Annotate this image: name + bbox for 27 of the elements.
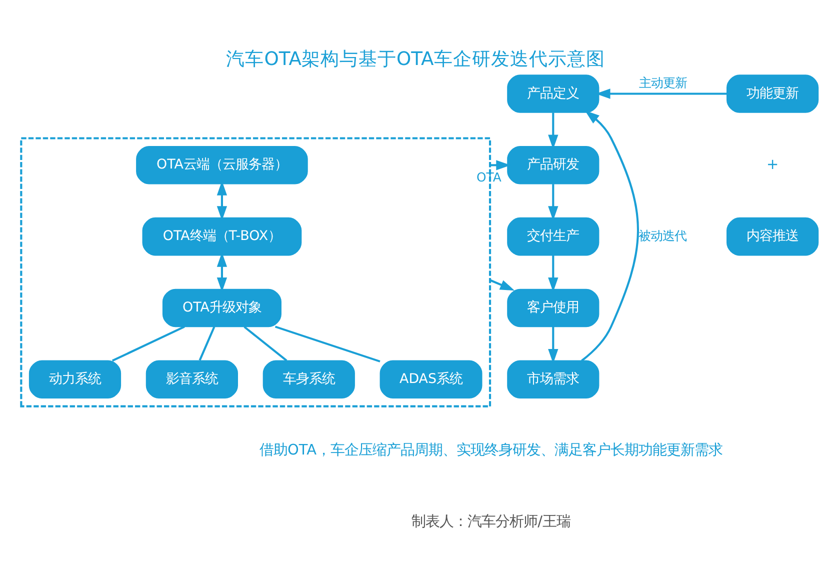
connector bbox=[112, 326, 185, 362]
arrow bbox=[490, 279, 515, 291]
connector bbox=[274, 326, 380, 362]
connector bbox=[198, 326, 216, 361]
label: + bbox=[766, 156, 779, 173]
node-box: OTA云端（云服务器） bbox=[136, 146, 308, 184]
node-box: ADAS系统 bbox=[380, 360, 482, 399]
label: 借助OTA，车企压缩产品周期、实现终身研发、满足客户长期功能更新需求 bbox=[260, 442, 723, 459]
node-box: 车身系统 bbox=[262, 360, 355, 399]
arrow bbox=[581, 110, 639, 362]
node-box: 影音系统 bbox=[146, 360, 238, 399]
node-box: 客户使用 bbox=[507, 288, 600, 328]
node-box: 功能更新 bbox=[726, 74, 819, 113]
node-box: 交付生产 bbox=[507, 217, 600, 256]
node-box: 市场需求 bbox=[507, 360, 600, 399]
arrow bbox=[548, 326, 558, 364]
node-box: 动力系统 bbox=[28, 360, 122, 399]
edge-label: 主动更新 bbox=[638, 75, 687, 90]
label: 制表人：汽车分析师/王瑞 bbox=[412, 514, 570, 530]
node-box: OTA终端（T-BOX） bbox=[142, 217, 302, 256]
node-box: 产品定义 bbox=[507, 74, 600, 113]
connector bbox=[244, 326, 288, 362]
node-box: 产品研发 bbox=[507, 146, 600, 184]
edge-label: 被动迭代 bbox=[638, 228, 686, 243]
diagram-title: 汽车OTA架构与基于OTA车企研发迭代示意图 bbox=[226, 49, 605, 70]
node-box: 内容推送 bbox=[726, 217, 819, 256]
node-box: OTA升级对象 bbox=[162, 288, 282, 328]
